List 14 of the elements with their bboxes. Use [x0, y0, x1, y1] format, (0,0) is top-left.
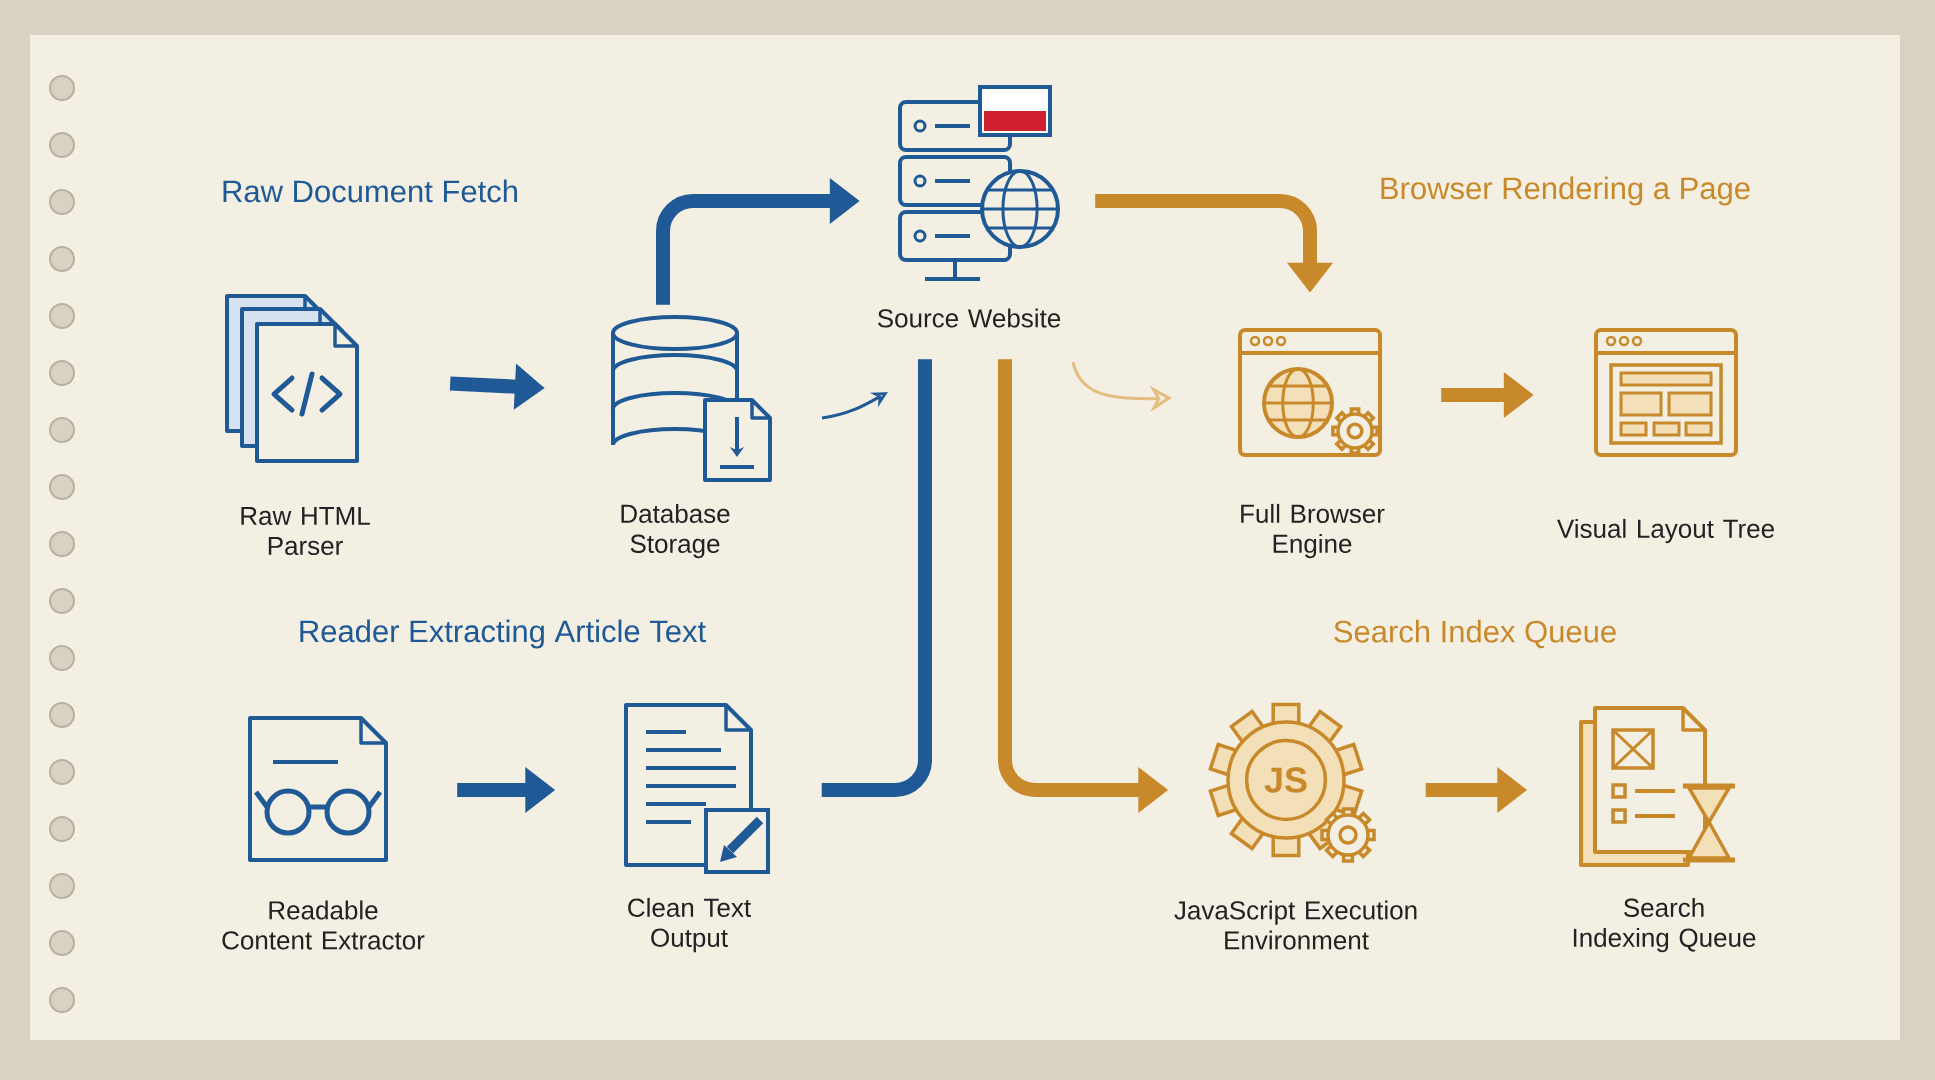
section-title: Raw Document Fetch: [223, 179, 517, 203]
connector-line: [821, 359, 932, 797]
node-caption: Database Storage: [621, 503, 730, 559]
section-title: Reader Extracting Article Text: [300, 619, 706, 649]
node-caption: Visual Layout Tree: [1557, 518, 1774, 544]
section-title: Browser Rendering a Page: [1381, 176, 1750, 206]
section-title: Search Index Queue: [1334, 619, 1616, 649]
node-caption: Source Website: [877, 308, 1061, 328]
node-caption: Full Browser Engine: [1241, 503, 1385, 559]
node-caption: Raw HTML Parser: [241, 506, 370, 556]
node-caption: Readable Content Extractor: [222, 900, 425, 950]
node-caption: JavaScript Execution Environment: [1174, 900, 1417, 950]
node-caption: Clean Text Output: [628, 897, 751, 953]
node-caption: Search Indexing Queue: [1573, 897, 1756, 953]
